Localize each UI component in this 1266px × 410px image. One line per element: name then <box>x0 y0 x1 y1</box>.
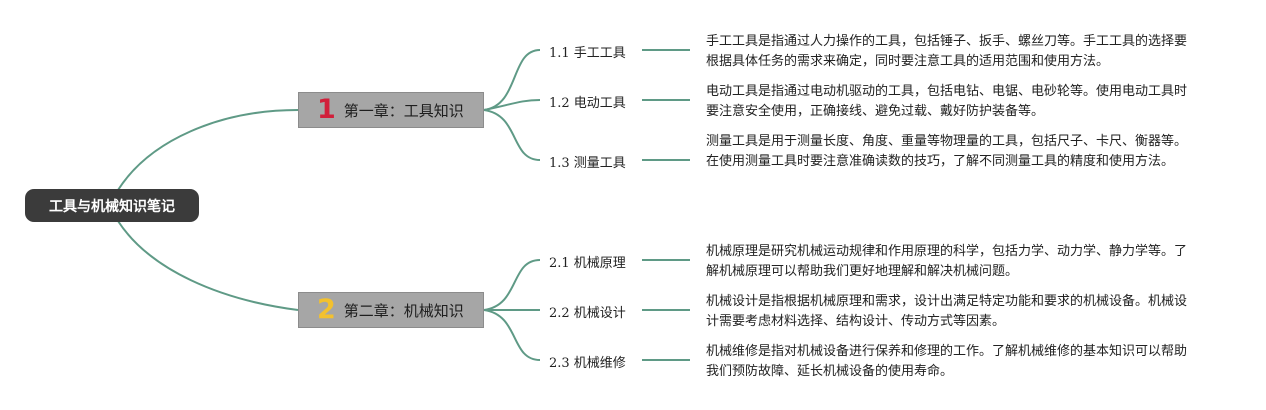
link-ch1-sub-2 <box>483 99 541 111</box>
chapter-number-2: 2 <box>317 294 336 325</box>
description-2-3: 机械维修是指对机械设备进行保养和修理的工作。了解机械维修的基本知识可以帮助我们预… <box>706 344 1188 379</box>
description-1-3: 测量工具是用于测量长度、角度、重量等物理量的工具，包括尺子、卡尺、衡器等。在使用… <box>706 134 1188 169</box>
link-ch2-sub-1 <box>483 259 541 311</box>
chapter-label-2: 第二章：机械知识 <box>343 301 464 320</box>
root-label: 工具与机械知识笔记 <box>49 198 175 215</box>
root-node[interactable]: 工具与机械知识笔记 <box>25 189 199 222</box>
link-ch1-sub-1 <box>483 49 541 111</box>
description-2-2: 机械设计是指根据机械原理和需求，设计出满足特定功能和要求的机械设备。机械设计需要… <box>706 294 1188 329</box>
subtopic-1-2[interactable]: 1.2 电动工具 <box>549 96 626 111</box>
link-root-chapter-1 <box>117 109 299 191</box>
chapter-number-1: 1 <box>317 94 336 125</box>
subtopic-2-3[interactable]: 2.3 机械维修 <box>549 356 626 371</box>
chapter-label-1: 第一章：工具知识 <box>343 101 464 120</box>
subtopic-2-2[interactable]: 2.2 机械设计 <box>549 306 626 321</box>
chapter-node-2[interactable]: 2 第二章：机械知识 <box>298 292 484 328</box>
link-ch2-sub-3 <box>483 309 541 361</box>
link-ch1-sub-3 <box>483 109 541 161</box>
link-root-chapter-2 <box>117 220 299 311</box>
description-1-2: 电动工具是指通过电动机驱动的工具，包括电钻、电锯、电砂轮等。使用电动工具时要注意… <box>706 84 1188 119</box>
subtopic-1-3[interactable]: 1.3 测量工具 <box>549 156 626 171</box>
chapter-node-1[interactable]: 1 第一章：工具知识 <box>298 92 484 128</box>
subtopic-1-1[interactable]: 1.1 手工工具 <box>549 46 626 61</box>
description-2-1: 机械原理是研究机械运动规律和作用原理的科学，包括力学、动力学、静力学等。了解机械… <box>706 244 1188 279</box>
subtopic-2-1[interactable]: 2.1 机械原理 <box>549 256 626 271</box>
description-1-1: 手工工具是指通过人力操作的工具，包括锤子、扳手、螺丝刀等。手工工具的选择要根据具… <box>706 34 1188 69</box>
